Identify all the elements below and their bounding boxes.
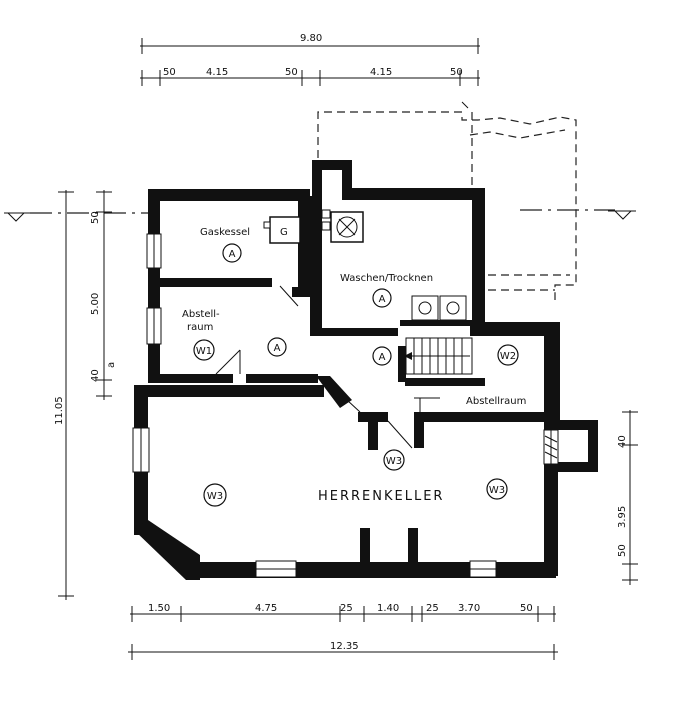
marker-w3-center: W3 [383,449,405,471]
bottom-dimensions: 1.50 4.75 25 1.40 25 3.70 50 12.35 [128,603,558,660]
upper-outline [317,101,577,300]
left-seg-2: 5.00 [90,293,101,315]
svg-text:A: A [229,249,236,260]
bottom-seg-1: 1.50 [148,603,170,614]
bottom-seg-2: 4.75 [255,603,277,614]
svg-text:A: A [379,294,386,305]
top-seg-2: 4.15 [206,67,228,78]
left-seg-4: a [106,362,117,368]
svg-text:W3: W3 [489,485,505,496]
doors [215,285,440,449]
bottom-seg-7: 50 [520,603,533,614]
marker-w1: W1 [193,339,215,361]
walls [134,160,598,580]
bottom-seg-4: 1.40 [377,603,399,614]
marker-a-gaskessel: A [222,243,242,263]
svg-text:W3: W3 [207,491,223,502]
top-seg-3: 50 [285,67,298,78]
right-dimensions: 40 3.95 50 [617,410,638,585]
top-seg-4: 4.15 [370,67,392,78]
bottom-total: 12.35 [330,641,359,652]
svg-text:A: A [379,352,386,363]
top-dimensions: 9.80 50 4.15 50 4.15 50 [140,33,480,86]
gas-boiler [269,216,301,244]
marker-w3-left: W3 [203,483,227,507]
top-total-label: 9.80 [300,33,322,44]
room-waschen: Waschen/Trocknen [340,273,433,284]
bottom-seg-6: 3.70 [458,603,480,614]
top-seg-5: 50 [450,67,463,78]
windows [132,233,559,578]
ground-line [4,209,636,222]
svg-text:W3: W3 [386,456,402,467]
room-abstellraum: Abstellraum [466,396,526,407]
room-herrenkeller: HERRENKELLER [318,489,444,504]
marker-a-hall: A [267,337,287,357]
left-dimensions: 11.05 50 5.00 40 a [54,190,117,600]
marker-w2: W2 [497,344,519,366]
staircase [404,337,473,375]
left-total: 11.05 [54,396,65,425]
right-seg-1: 40 [617,435,628,448]
svg-text:W1: W1 [196,346,212,357]
left-seg-1: 50 [90,211,101,224]
appliances [321,209,467,321]
top-seg-1: 50 [163,67,176,78]
bottom-seg-3: 25 [340,603,353,614]
svg-text:A: A [274,343,281,354]
marker-a-stairs: A [372,346,392,366]
right-seg-3: 50 [617,544,628,557]
room-gaskessel: Gaskessel [200,227,250,238]
marker-a-waschen: A [372,288,392,308]
bottom-seg-5: 25 [426,603,439,614]
room-abstell-line2: raum [187,322,213,333]
left-seg-3: 40 [90,369,101,382]
svg-text:W2: W2 [500,351,516,362]
room-abstell-line1: Abstell- [182,309,220,320]
right-seg-2: 3.95 [617,506,628,528]
gaskessel-unit-label: G [280,227,288,238]
marker-w3-right: W3 [486,478,508,500]
